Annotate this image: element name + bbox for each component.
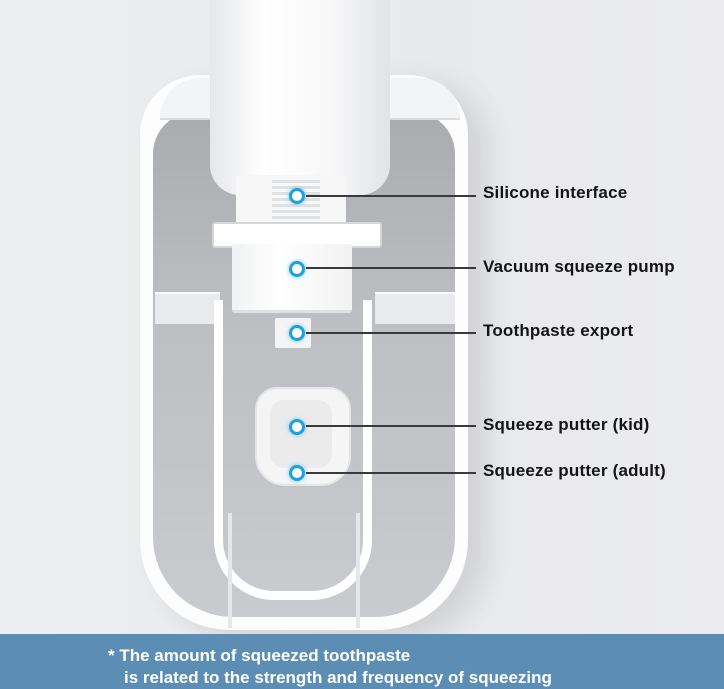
right-ledge — [375, 292, 455, 324]
callout-leader-3 — [306, 332, 476, 334]
callout-leader-1 — [306, 195, 476, 197]
base-rib-left — [228, 513, 232, 628]
callout-leader-4 — [306, 425, 476, 427]
squeeze-putter-frame — [214, 300, 372, 600]
callout-leader-5 — [306, 472, 476, 474]
base-rib-right — [356, 513, 360, 628]
callout-marker-2 — [289, 261, 305, 277]
footer-note-line-1: * The amount of squeezed toothpaste — [108, 646, 411, 665]
clamp-frame — [212, 222, 382, 248]
callout-label-squeeze-putter-adult: Squeeze putter (adult) — [483, 461, 666, 480]
callout-marker-1 — [289, 188, 305, 204]
callout-leader-2 — [306, 267, 476, 269]
toothpaste-tube — [210, 0, 390, 195]
callout-label-squeeze-putter-kid: Squeeze putter (kid) — [483, 415, 650, 434]
callout-marker-5 — [289, 465, 305, 481]
callout-label-toothpaste-export: Toothpaste export — [483, 321, 634, 340]
callout-marker-4 — [289, 419, 305, 435]
putter-inner-recess — [270, 400, 332, 468]
footer-note-line-2: is related to the strength and frequency… — [124, 668, 552, 687]
left-ledge — [155, 292, 220, 324]
callout-label-silicone-interface: Silicone interface — [483, 183, 628, 202]
callout-marker-3 — [289, 325, 305, 341]
footer-note-banner: * The amount of squeezed toothpaste is r… — [0, 634, 724, 689]
callout-label-vacuum-squeeze-pump: Vacuum squeeze pump — [483, 257, 675, 276]
